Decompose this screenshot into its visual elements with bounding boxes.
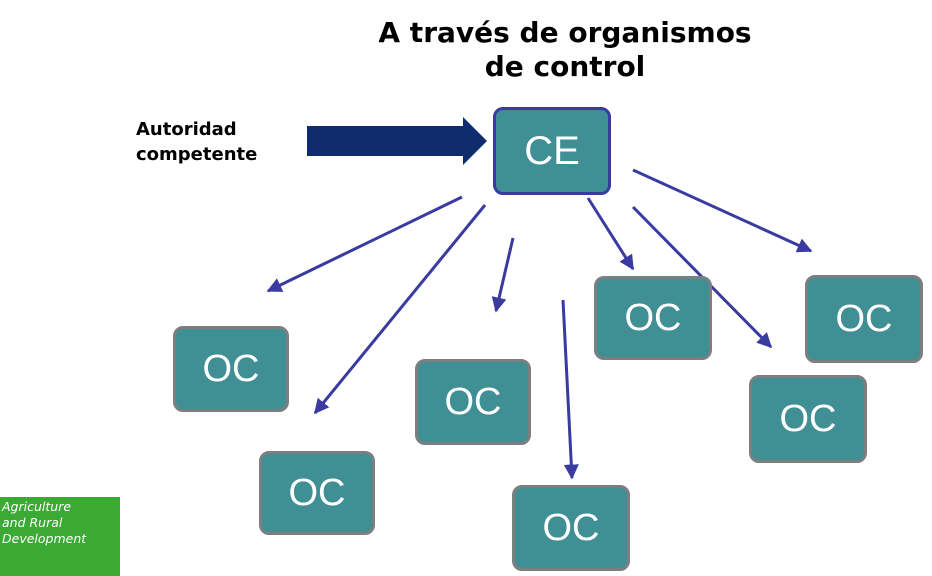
- arrow-to-oc-center-right: [586, 197, 635, 271]
- node-oc-lower-right: OC: [749, 375, 867, 463]
- arrow-to-oc-bottom-center: [561, 299, 579, 480]
- node-oc-lower-left: OC: [259, 451, 375, 535]
- agriculture-logo: Agriculture and Rural Development: [0, 497, 120, 576]
- authority-line-1: Autoridad: [136, 119, 237, 140]
- arrow-to-oc-lower-left: [313, 204, 487, 415]
- arrow-to-oc-upper-right: [632, 168, 813, 253]
- logo-line-2: and Rural: [2, 515, 63, 530]
- authority-line-2: competente: [136, 144, 258, 165]
- logo-line-3: Development: [2, 531, 87, 546]
- title-line-1: A través de organismos: [378, 16, 752, 49]
- node-oc-center-right: OC: [594, 276, 712, 360]
- node-oc-bottom-center: OC: [512, 485, 630, 571]
- authority-arrow: [307, 117, 487, 165]
- diagram-title: A través de organismos de control: [340, 16, 790, 84]
- arrow-to-oc-center-left: [491, 237, 515, 313]
- node-oc-center-left: OC: [415, 359, 531, 445]
- node-oc-upper-right: OC: [805, 275, 923, 363]
- title-line-2: de control: [484, 50, 646, 83]
- authority-label: Autoridad competente: [136, 117, 257, 167]
- logo-line-1: Agriculture: [2, 499, 72, 514]
- node-ce: CE: [493, 107, 611, 195]
- node-oc-upper-left: OC: [173, 326, 289, 412]
- arrow-to-oc-upper-left: [266, 195, 463, 293]
